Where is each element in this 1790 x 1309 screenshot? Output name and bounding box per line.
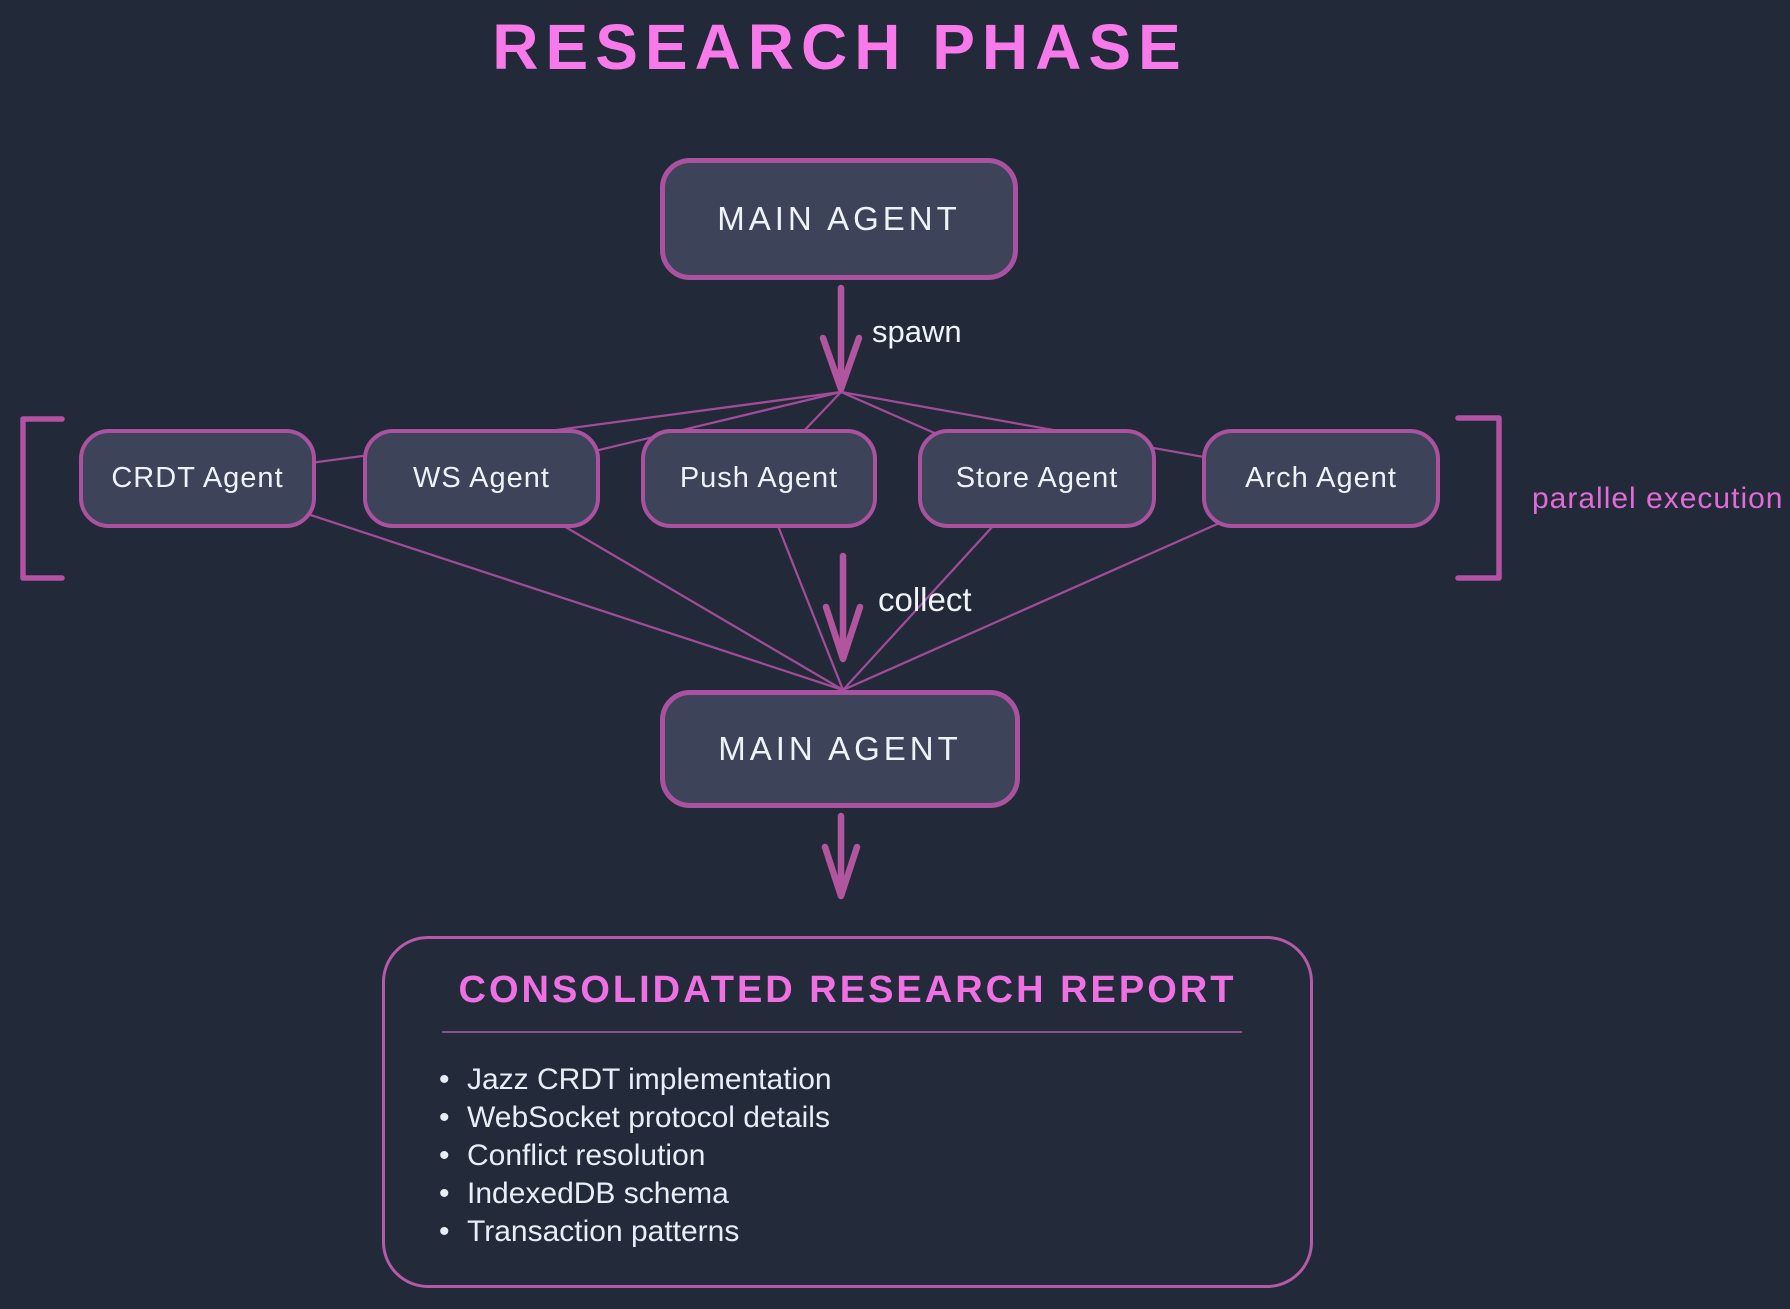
report-title: CONSOLIDATED RESEARCH REPORT <box>458 969 1237 1011</box>
report-arrow <box>821 812 861 900</box>
collect-edge-label: collect <box>878 581 972 618</box>
node-store-agent: Store Agent <box>918 429 1156 528</box>
node-main-agent-bottom-label: MAIN AGENT <box>718 730 962 767</box>
collect-arrow <box>822 552 864 663</box>
spawn-edge-label: spawn <box>872 314 962 349</box>
node-ws-agent-label: WS Agent <box>413 462 550 494</box>
node-main-agent-bottom: MAIN AGENT <box>660 690 1020 808</box>
node-main-agent-top-label: MAIN AGENT <box>717 200 961 237</box>
spawn-arrow <box>819 284 863 393</box>
report-item: Conflict resolution <box>437 1137 1270 1175</box>
parallel-execution-label: parallel execution <box>1532 482 1784 515</box>
report-item: Jazz CRDT implementation <box>437 1061 1270 1099</box>
consolidated-report-panel: CONSOLIDATED RESEARCH REPORT Jazz CRDT i… <box>382 936 1313 1288</box>
node-main-agent-top: MAIN AGENT <box>660 158 1018 280</box>
node-arch-agent: Arch Agent <box>1202 429 1440 528</box>
node-ws-agent: WS Agent <box>363 429 600 528</box>
report-item: Transaction patterns <box>437 1213 1270 1251</box>
node-store-agent-label: Store Agent <box>955 462 1119 494</box>
report-item: WebSocket protocol details <box>437 1099 1270 1137</box>
right-bracket <box>1455 415 1502 581</box>
page-title: RESEARCH PHASE <box>492 11 1188 83</box>
report-item: IndexedDB schema <box>437 1175 1270 1213</box>
left-bracket <box>20 416 65 581</box>
report-list: Jazz CRDT implementation WebSocket proto… <box>437 1061 1270 1251</box>
node-crdt-agent-label: CRDT Agent <box>111 462 284 494</box>
node-push-agent: Push Agent <box>641 429 877 528</box>
node-push-agent-label: Push Agent <box>679 462 839 494</box>
node-arch-agent-label: Arch Agent <box>1245 462 1397 494</box>
node-crdt-agent: CRDT Agent <box>79 429 316 528</box>
report-divider <box>442 1031 1242 1033</box>
